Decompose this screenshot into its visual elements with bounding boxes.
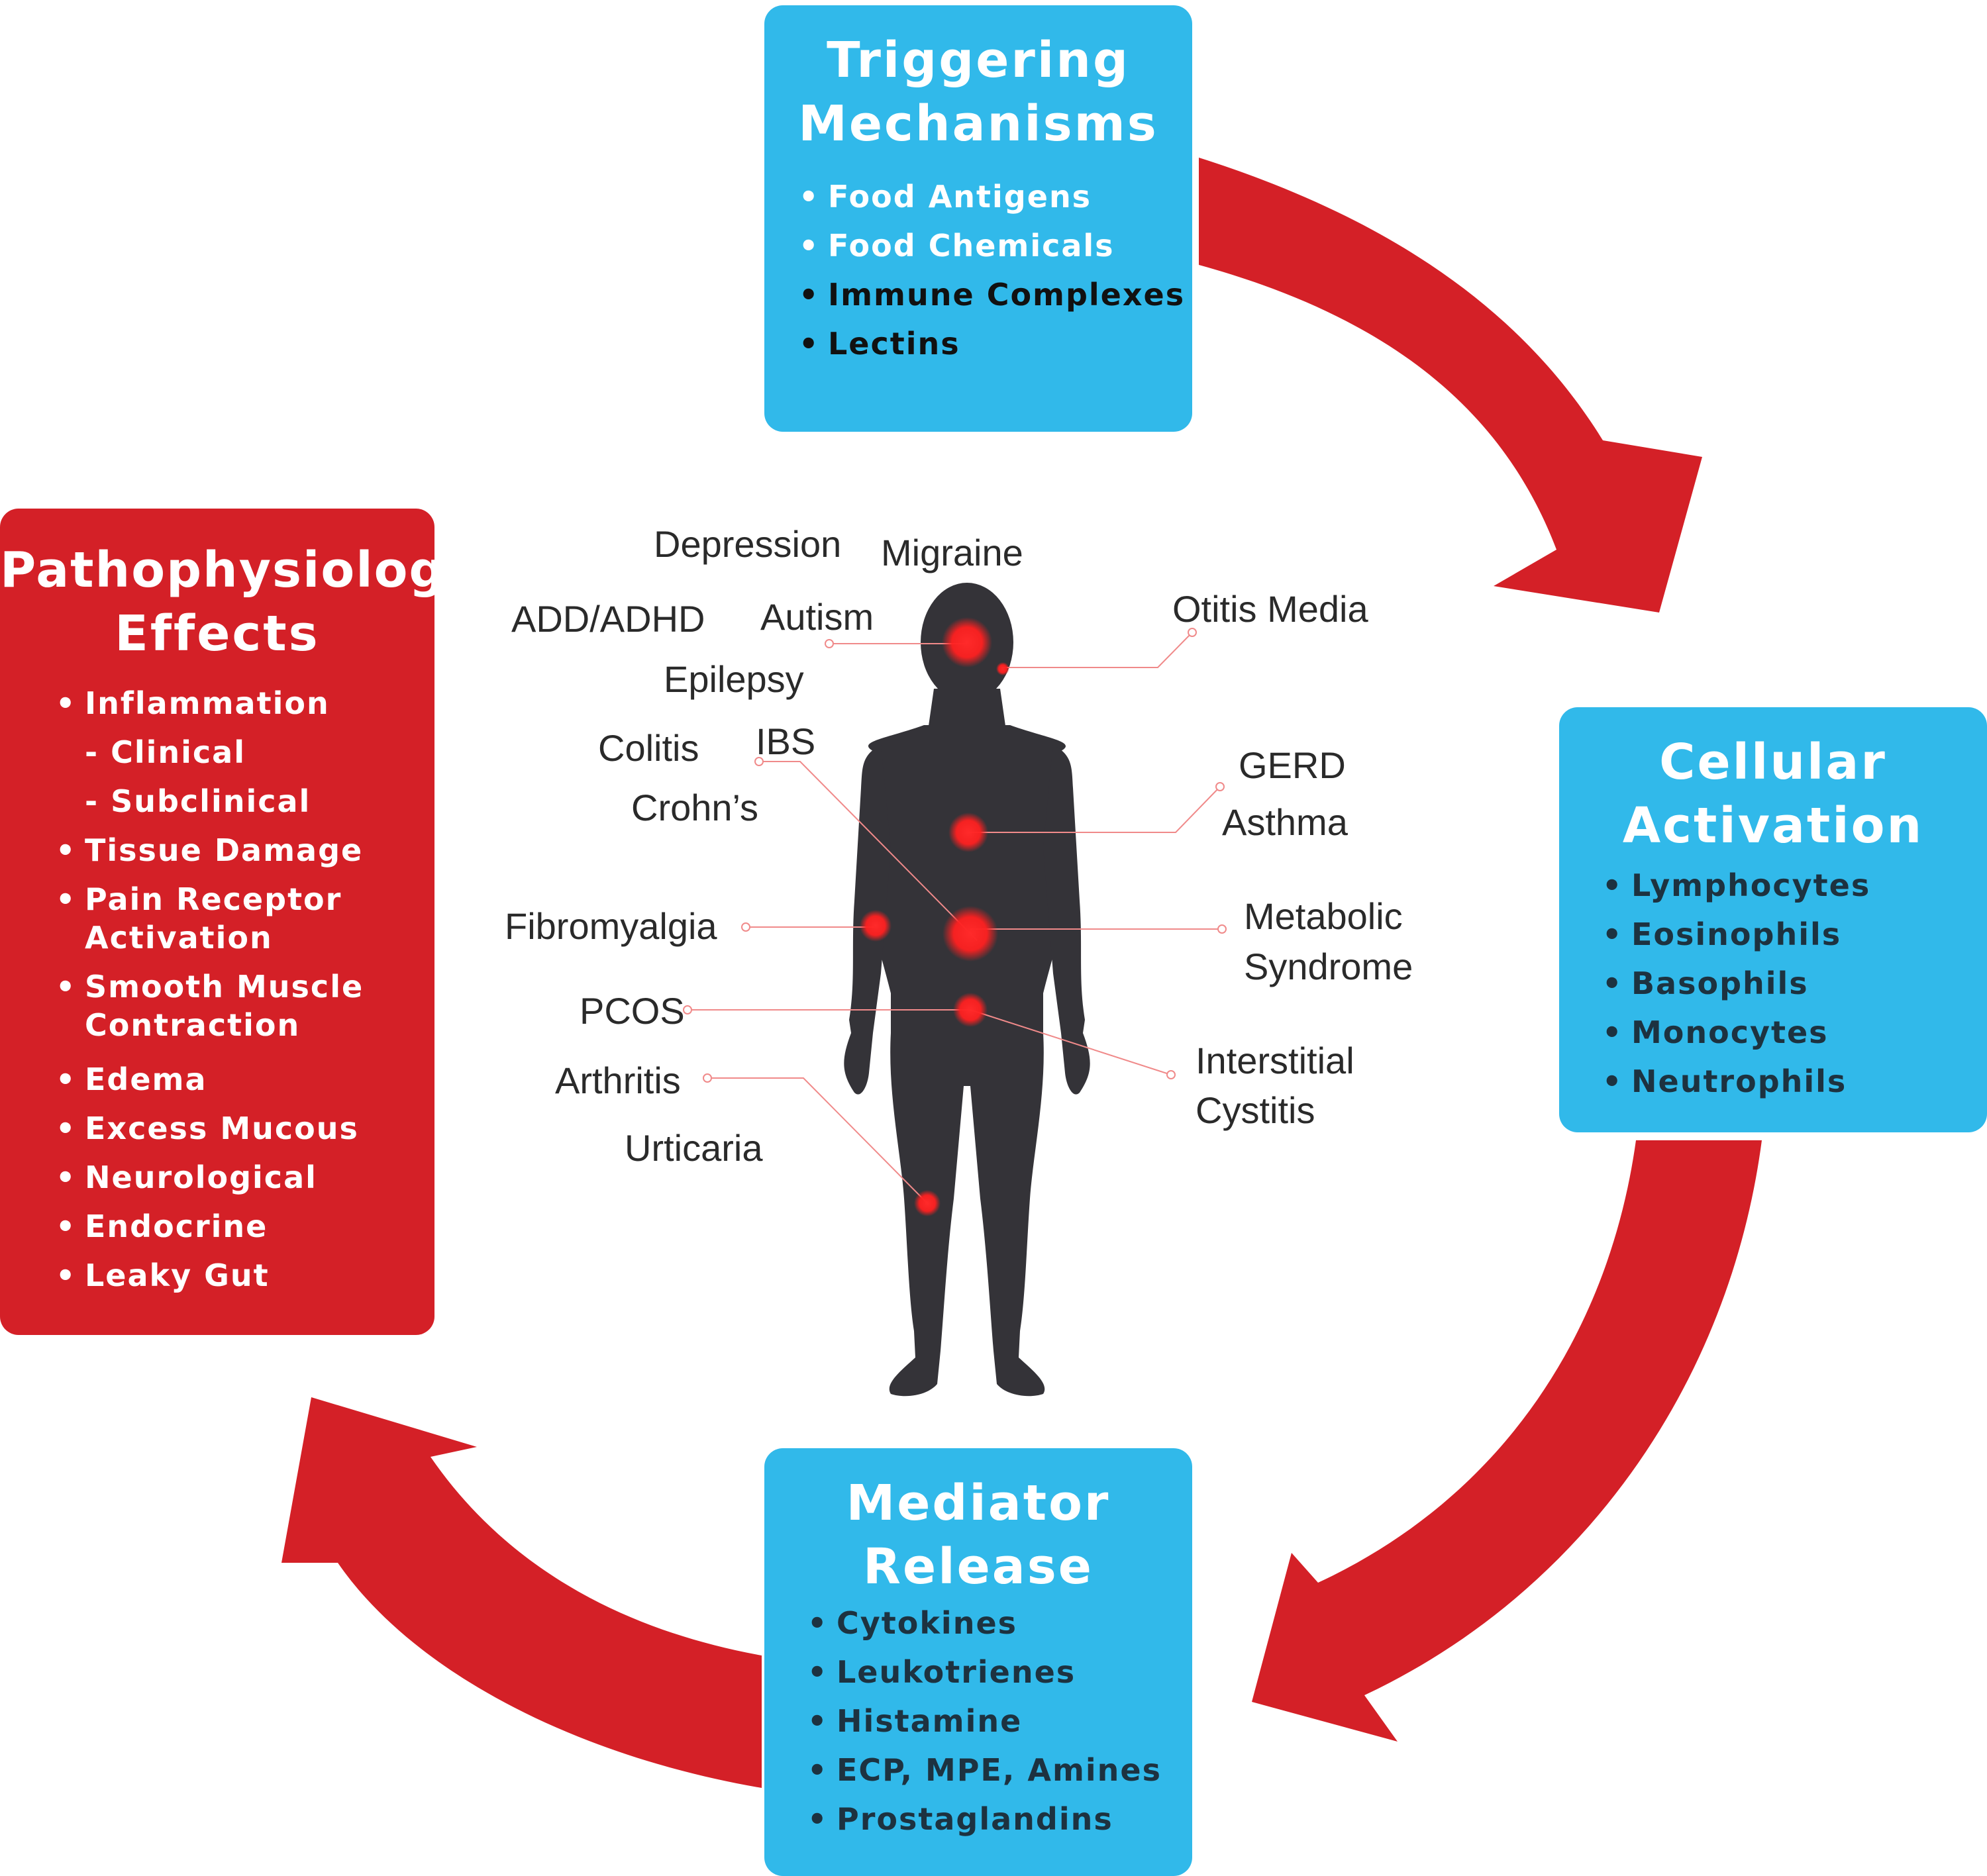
label-add-adhd: ADD/ADHD xyxy=(511,598,705,640)
mediator-title-line2: Release xyxy=(863,1538,1094,1595)
label-fibromyalgia: Fibromyalgia xyxy=(505,905,717,947)
patho-title-line2: Effects xyxy=(115,605,320,662)
triggering-title-line2: Mechanisms xyxy=(798,95,1158,152)
hotspot-abdomen xyxy=(943,906,998,962)
patho-item-continuation: Contraction xyxy=(85,1007,301,1043)
hotspot-pelvis xyxy=(953,993,988,1027)
patho-item: Smooth Muscle xyxy=(56,967,434,1006)
patho-item: Endocrine xyxy=(56,1202,434,1251)
label-interstitial: Interstitial xyxy=(1196,1040,1354,1081)
label-epilepsy: Epilepsy xyxy=(664,658,804,700)
label-cystitis: Cystitis xyxy=(1196,1089,1315,1131)
leader-endpoints xyxy=(683,628,1227,1083)
patho-item: Edema xyxy=(56,1055,434,1104)
cellular-activation-box: Cellular Activation Lymphocytes Eosinoph… xyxy=(1559,707,1987,1132)
label-urticaria: Urticaria xyxy=(625,1127,763,1169)
mediator-item: ECP, MPE, Amines xyxy=(807,1746,1192,1795)
triggering-list: Food Antigens Food Chemicals Immune Comp… xyxy=(799,172,1192,368)
patho-subitem: - Clinical xyxy=(85,734,246,770)
label-autism: Autism xyxy=(760,596,874,638)
patho-item: Tissue Damage xyxy=(56,826,434,875)
cellular-item: Basophils xyxy=(1602,959,1987,1008)
label-crohns: Crohn’s xyxy=(631,787,758,828)
triggering-title-line1: Triggering xyxy=(827,32,1130,89)
arrow-cellular-to-mediator xyxy=(1252,1140,1762,1742)
trigger-item: Food Chemicals xyxy=(799,221,1192,270)
cellular-item: Lymphocytes xyxy=(1602,861,1987,910)
patho-item: Leaky Gut xyxy=(56,1251,434,1300)
patho-item: Excess Mucous xyxy=(56,1104,434,1153)
patho-item-continuation: Activation xyxy=(85,920,273,956)
mediator-item: Leukotrienes xyxy=(807,1648,1192,1697)
label-syndrome: Syndrome xyxy=(1244,946,1413,987)
label-arthritis: Arthritis xyxy=(555,1060,681,1101)
arrow-mediator-to-patho xyxy=(281,1397,762,1788)
cellular-item: Neutrophils xyxy=(1602,1057,1987,1106)
pathophysiologic-effects-box: Pathophysiologic Effects Inflammation - … xyxy=(0,509,494,1335)
trigger-item: Lectins xyxy=(799,319,1192,368)
hotspot-brain xyxy=(942,617,992,667)
label-metabolic: Metabolic xyxy=(1244,895,1403,937)
cellular-list: Lymphocytes Eosinophils Basophils Monocy… xyxy=(1602,861,1987,1106)
mediator-list: Cytokines Leukotrienes Histamine ECP, MP… xyxy=(807,1599,1192,1844)
cellular-title-line2: Activation xyxy=(1622,797,1924,854)
label-otitis-media: Otitis Media xyxy=(1172,588,1368,630)
hotspot-arm xyxy=(860,910,892,942)
mediator-item: Prostaglandins xyxy=(807,1795,1192,1844)
cellular-item: Eosinophils xyxy=(1602,910,1987,959)
label-gerd: GERD xyxy=(1239,744,1346,786)
arrow-trigger-to-cellular xyxy=(1199,158,1702,613)
triggering-mechanisms-box: Triggering Mechanisms Food Antigens Food… xyxy=(764,5,1192,432)
trigger-item: Immune Complexes xyxy=(799,270,1192,319)
cellular-item: Monocytes xyxy=(1602,1008,1987,1057)
mediator-release-box: Mediator Release Cytokines Leukotrienes … xyxy=(764,1448,1192,1876)
label-depression: Depression xyxy=(654,523,842,565)
label-asthma: Asthma xyxy=(1222,801,1348,843)
patho-item: Pain Receptor xyxy=(56,880,434,918)
mediator-item: Cytokines xyxy=(807,1599,1192,1648)
label-colitis: Colitis xyxy=(598,727,699,769)
patho-title-line1: Pathophysiologic xyxy=(0,542,494,599)
hotspot-chest xyxy=(948,813,988,852)
hotspot-knee xyxy=(914,1190,941,1216)
leader-lines xyxy=(688,632,1222,1204)
hotspots xyxy=(860,617,1009,1216)
mediator-item: Histamine xyxy=(807,1697,1192,1746)
label-pcos: PCOS xyxy=(580,990,685,1032)
cellular-title-line1: Cellular xyxy=(1659,734,1887,791)
label-ibs: IBS xyxy=(756,720,816,762)
silhouette xyxy=(844,583,1090,1397)
label-migraine: Migraine xyxy=(881,532,1023,573)
patho-list: Inflammation - Clinical - Subclinical Ti… xyxy=(56,679,434,1300)
patho-item: Inflammation xyxy=(56,679,434,728)
mediator-title-line1: Mediator xyxy=(846,1475,1111,1532)
patho-subitem: - Subclinical xyxy=(85,783,311,819)
hotspot-ear xyxy=(996,662,1009,675)
trigger-item: Food Antigens xyxy=(799,172,1192,221)
patho-item: Neurological xyxy=(56,1153,434,1202)
